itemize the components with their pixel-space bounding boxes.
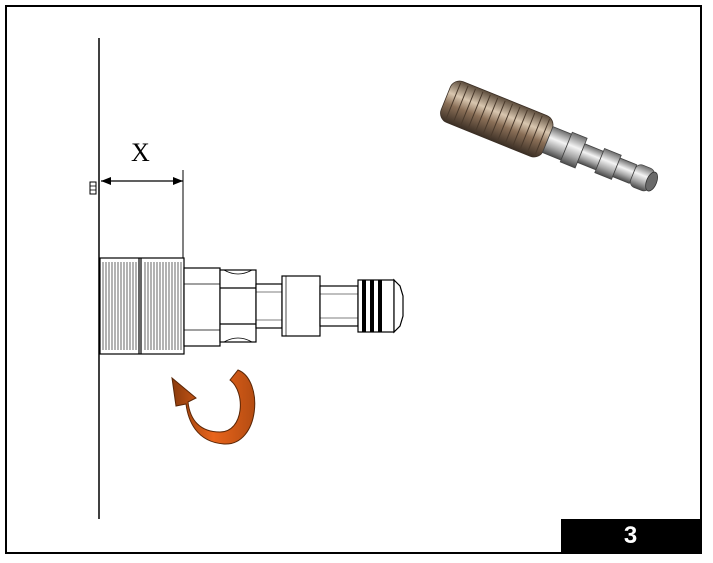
fitting-side-view — [99, 257, 404, 355]
dimension-x — [101, 170, 184, 262]
clockwise-tighten-arrow-icon — [171, 369, 256, 445]
wall-mark — [89, 181, 97, 195]
step-number-badge: 3 — [561, 519, 700, 553]
threaded-fitting-3d-icon — [440, 80, 658, 192]
dimension-label: X — [131, 138, 150, 167]
